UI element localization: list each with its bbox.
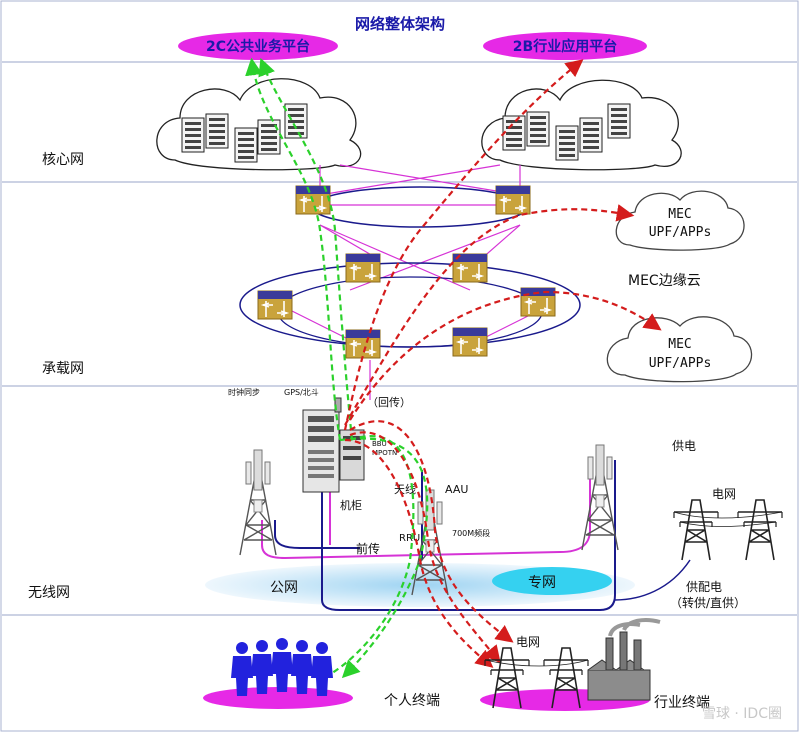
band-label: 700M频段 xyxy=(452,528,490,538)
power-grid-pylons xyxy=(673,499,783,561)
mec-upper-line2: UPF/APPs xyxy=(649,225,712,240)
layer-dividers xyxy=(2,61,797,616)
gps-label: GPS/北斗 xyxy=(284,388,319,397)
platform-2b-label: 2B行业应用平台 xyxy=(513,38,617,55)
platform-2c-label: 2C公共业务平台 xyxy=(206,38,310,55)
tower-left xyxy=(239,449,277,556)
mec-upper-line1: MEC xyxy=(668,207,691,222)
layer-label-core: 核心网 xyxy=(42,152,84,168)
mec-cloud-lower: MEC UPF/APPs xyxy=(606,316,753,383)
mec-lower-line2: UPF/APPs xyxy=(649,356,712,371)
mpotn-label: MPOTN xyxy=(372,449,397,457)
mec-edge-cloud-label: MEC边缘云 xyxy=(628,273,701,289)
power-mode-label: （转供/直供） xyxy=(670,595,746,610)
industry-terminal-label: 行业终端 xyxy=(654,695,710,711)
public-net-label: 公网 xyxy=(270,580,298,596)
grid-terminal-label: 电网 xyxy=(516,635,540,649)
platform-2c: 2C公共业务平台 xyxy=(178,32,338,60)
cabinet-label: 机柜 xyxy=(340,498,362,512)
switch-agg-left xyxy=(257,290,293,320)
watermark: 雪球 · IDC圈 xyxy=(702,706,782,722)
bbu-cabinet xyxy=(302,397,365,493)
mec-lower-line1: MEC xyxy=(668,337,691,352)
industry-terminal: 电网 行业终端 xyxy=(480,618,710,711)
power-supply-label: 供电 xyxy=(672,439,696,453)
layer-label-wireless: 无线网 xyxy=(28,585,70,601)
access-ring xyxy=(277,276,543,348)
platform-2b: 2B行业应用平台 xyxy=(483,32,647,60)
power-grid-label: 电网 xyxy=(712,487,736,501)
aau-label: AAU xyxy=(445,483,468,496)
antenna-label: 天线 xyxy=(394,482,416,496)
tower-right xyxy=(581,444,619,551)
bbu-label: BBU xyxy=(372,440,387,448)
green-traffic-paths xyxy=(245,57,429,681)
clock-sync-label: 时钟同步 xyxy=(228,387,260,397)
layer-label-bearer: 承载网 xyxy=(42,361,84,377)
core-cloud-right xyxy=(481,79,682,171)
mec-cloud-upper: MEC UPF/APPs xyxy=(615,190,745,251)
switch-agg-1 xyxy=(345,253,381,283)
power-distribution-label: 供配电 xyxy=(686,580,722,594)
switch-access-2 xyxy=(452,327,488,357)
rru-label: RRU xyxy=(399,533,420,544)
fronthaul-label: 前传 xyxy=(356,541,380,556)
diagram-title: 网络整体架构 xyxy=(355,15,445,33)
personal-terminal: 个人终端 xyxy=(203,638,440,709)
private-net-label: 专网 xyxy=(528,575,556,591)
backhaul-label: （回传） xyxy=(367,396,411,409)
switch-access-1 xyxy=(345,329,381,359)
personal-terminal-label: 个人终端 xyxy=(384,693,440,709)
red-traffic-paths xyxy=(343,59,662,668)
switch-core-right xyxy=(495,185,531,215)
private-network-area xyxy=(492,567,612,595)
core-cloud-left xyxy=(156,78,362,171)
